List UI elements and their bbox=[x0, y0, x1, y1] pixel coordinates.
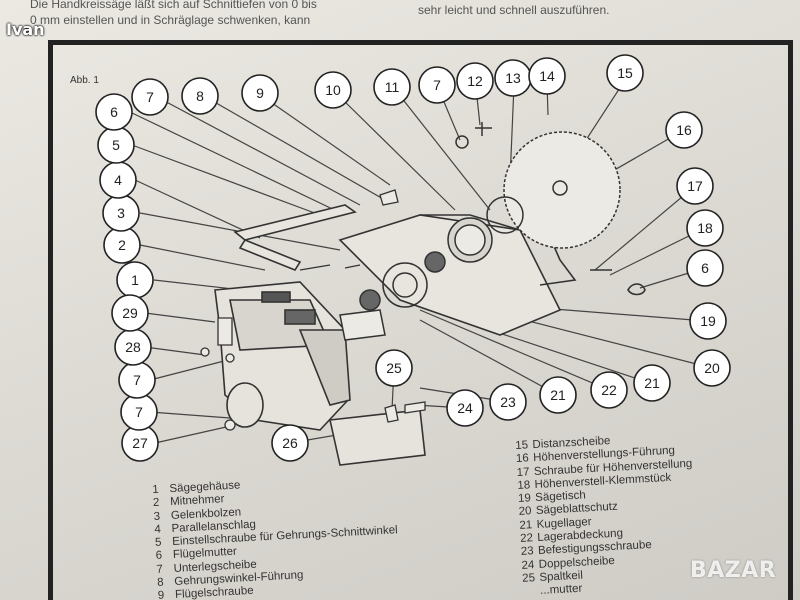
svg-text:7: 7 bbox=[146, 89, 154, 105]
site-logo-watermark: BAZAR bbox=[690, 558, 777, 583]
uploader-name-watermark: Ivan bbox=[6, 20, 45, 39]
callout-8: 8 bbox=[181, 77, 219, 115]
svg-text:29: 29 bbox=[122, 305, 138, 321]
callout-25: 25 bbox=[375, 349, 413, 387]
svg-text:10: 10 bbox=[325, 82, 341, 98]
callout-21-left: 21 bbox=[539, 376, 577, 414]
svg-text:17: 17 bbox=[687, 178, 703, 194]
callout-1: 1 bbox=[116, 261, 154, 299]
svg-text:19: 19 bbox=[700, 313, 716, 329]
callout-20: 20 bbox=[693, 349, 731, 387]
svg-text:27: 27 bbox=[132, 435, 148, 451]
small-parts bbox=[200, 189, 426, 431]
svg-text:5: 5 bbox=[112, 137, 120, 153]
callout-21-right: 21 bbox=[633, 364, 671, 402]
svg-text:20: 20 bbox=[704, 360, 720, 376]
svg-text:28: 28 bbox=[125, 339, 141, 355]
callout-19: 19 bbox=[689, 302, 727, 340]
callout-3: 3 bbox=[102, 194, 140, 232]
callout-circles: 1 2 3 4 5 6 7 8 9 10 11 7 12 13 14 15 16… bbox=[95, 54, 731, 462]
callout-7-middle: 7 bbox=[118, 361, 156, 399]
callout-13: 13 bbox=[494, 59, 532, 97]
callout-5: 5 bbox=[97, 126, 135, 164]
svg-text:13: 13 bbox=[505, 70, 521, 86]
figure-label: Abb. 1 bbox=[70, 75, 99, 86]
svg-text:18: 18 bbox=[697, 220, 713, 236]
callout-7-lower: 7 bbox=[120, 393, 158, 431]
callout-29: 29 bbox=[111, 294, 149, 332]
callout-23: 23 bbox=[489, 383, 527, 421]
callout-9: 9 bbox=[241, 74, 279, 112]
callout-15: 15 bbox=[606, 54, 644, 92]
header-line-1: Die Handkreissäge läßt sich auf Schnitti… bbox=[30, 0, 317, 11]
svg-text:7: 7 bbox=[433, 77, 441, 93]
blade-and-bearings bbox=[339, 122, 621, 341]
callout-26: 26 bbox=[271, 424, 309, 462]
svg-text:26: 26 bbox=[282, 435, 298, 451]
callout-18: 18 bbox=[686, 209, 724, 247]
svg-text:6: 6 bbox=[110, 104, 118, 120]
header-text-right: sehr leicht und schnell auszuführen. bbox=[418, 3, 610, 17]
svg-text:21: 21 bbox=[644, 375, 660, 391]
header-line-2: 0 mm einstellen und in Schräglage schwen… bbox=[30, 13, 311, 27]
svg-text:22: 22 bbox=[601, 382, 617, 398]
svg-text:2: 2 bbox=[118, 237, 126, 253]
svg-text:15: 15 bbox=[617, 65, 633, 81]
callout-17: 17 bbox=[676, 167, 714, 205]
svg-text:16: 16 bbox=[676, 122, 692, 138]
callout-11: 11 bbox=[373, 68, 411, 106]
svg-text:9: 9 bbox=[256, 85, 264, 101]
parts-legend-left: 1 Sägegehäuse 2 Mitnehmer 3 Gelenkbolzen… bbox=[152, 471, 401, 600]
callout-22: 22 bbox=[590, 371, 628, 409]
callout-6: 6 bbox=[95, 93, 133, 131]
callout-16: 16 bbox=[665, 111, 703, 149]
svg-text:7: 7 bbox=[133, 372, 141, 388]
callout-24: 24 bbox=[446, 389, 484, 427]
svg-text:11: 11 bbox=[385, 79, 400, 95]
svg-text:8: 8 bbox=[196, 88, 204, 104]
svg-text:12: 12 bbox=[467, 73, 483, 89]
callout-10: 10 bbox=[314, 71, 352, 109]
callout-2: 2 bbox=[103, 226, 141, 264]
svg-text:21: 21 bbox=[550, 387, 566, 403]
figure-frame bbox=[48, 40, 793, 600]
callout-28: 28 bbox=[114, 328, 152, 366]
parts-legend-right: 15 Distanzscheibe 16 Höhenverstellungs-F… bbox=[515, 431, 699, 600]
svg-text:1: 1 bbox=[131, 272, 139, 288]
callout-27: 27 bbox=[121, 424, 159, 462]
callout-7-top: 7 bbox=[131, 78, 169, 116]
svg-text:23: 23 bbox=[500, 394, 516, 410]
saw-housing bbox=[214, 281, 426, 466]
header-text-left: Die Handkreissäge läßt sich auf Schnitti… bbox=[30, 0, 400, 28]
svg-text:25: 25 bbox=[386, 360, 402, 376]
svg-text:14: 14 bbox=[539, 68, 555, 84]
callout-12: 12 bbox=[456, 62, 494, 100]
svg-text:6: 6 bbox=[701, 260, 709, 276]
callout-7-upper-right: 7 bbox=[418, 66, 456, 104]
svg-text:24: 24 bbox=[457, 400, 473, 416]
leader-lines bbox=[129, 79, 713, 444]
callout-14: 14 bbox=[528, 57, 566, 95]
svg-text:3: 3 bbox=[117, 205, 125, 221]
svg-text:4: 4 bbox=[114, 172, 122, 188]
callout-4: 4 bbox=[99, 161, 137, 199]
callout-6-right: 6 bbox=[686, 249, 724, 287]
saw-table-assembly bbox=[233, 179, 646, 336]
svg-text:7: 7 bbox=[135, 404, 143, 420]
